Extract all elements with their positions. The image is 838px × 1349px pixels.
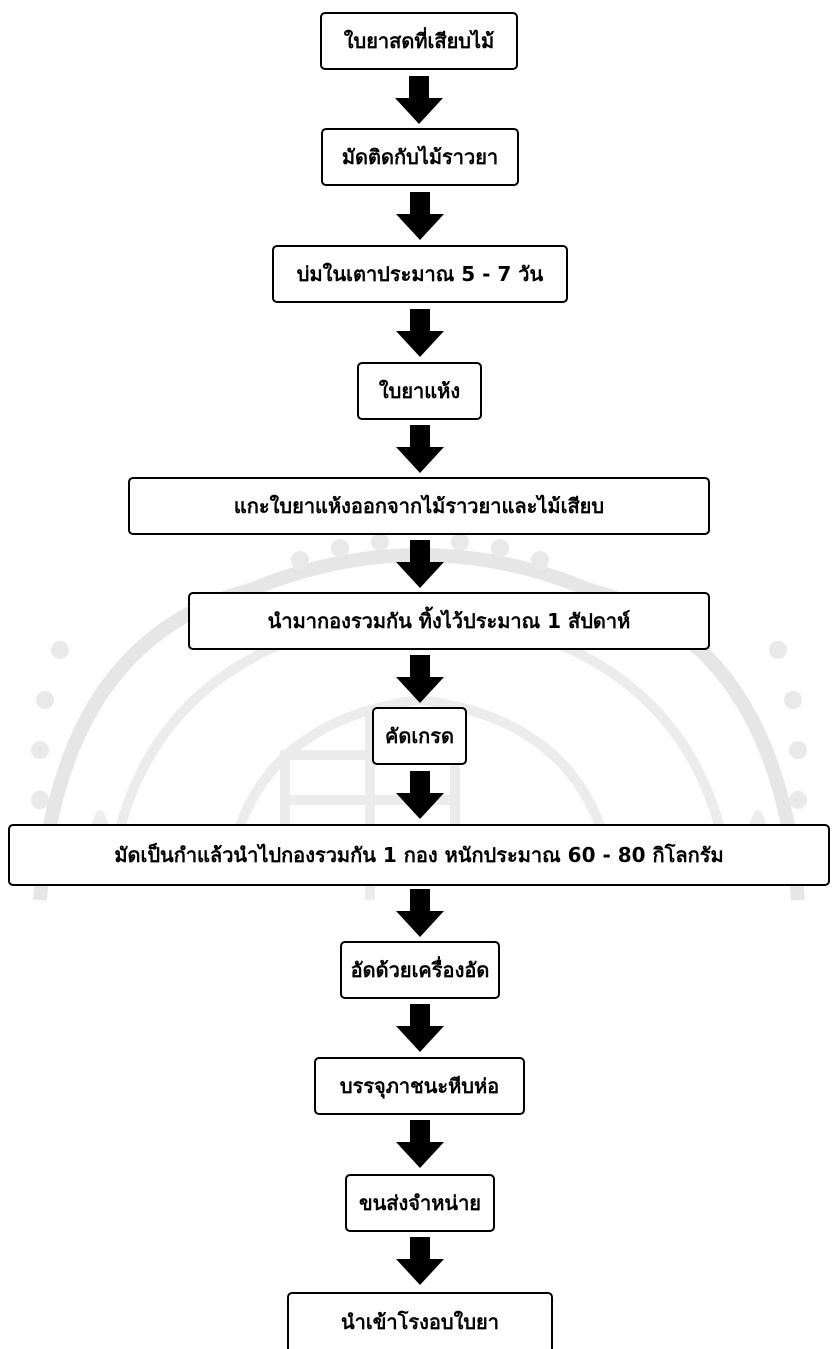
step-box-press: อัดด้วยเครื่องอัด [340, 941, 500, 999]
step-box-pile-one-week: นำมากองรวมกัน ทิ้งไว้ประมาณ 1 สัปดาห์ [188, 592, 710, 650]
down-arrow-icon [396, 1120, 444, 1168]
step-box-grading: คัดเกรด [372, 707, 467, 765]
step-box-packaging: บรรจุภาชนะหีบห่อ [314, 1057, 525, 1115]
step-box-dried-leaves: ใบยาแห้ง [357, 362, 482, 420]
step-box-send-to-curing-plant: นำเข้าโรงอบใบยา [287, 1292, 553, 1349]
down-arrow-icon [396, 425, 444, 473]
down-arrow-icon [396, 1004, 444, 1052]
down-arrow-icon [396, 309, 444, 357]
down-arrow-icon [396, 771, 444, 819]
step-box-ship-for-sale: ขนส่งจำหน่าย [345, 1174, 495, 1232]
down-arrow-icon [396, 655, 444, 703]
down-arrow-icon [396, 192, 444, 240]
down-arrow-icon [396, 540, 444, 588]
down-arrow-icon [395, 76, 443, 124]
step-box-remove-from-sticks: แกะใบยาแห้งออกจากไม้ราวยาและไม้เสียบ [128, 477, 710, 535]
down-arrow-icon [396, 1237, 444, 1285]
step-box-bundle-and-pile: มัดเป็นกำแล้วนำไปกองรวมกัน 1 กอง หนักประ… [8, 824, 830, 886]
step-box-cure-in-barn: บ่มในเตาประมาณ 5 - 7 วัน [272, 245, 568, 303]
step-box-tie-to-rack: มัดติดกับไม้ราวยา [321, 128, 519, 186]
step-box-fresh-leaves: ใบยาสดที่เสียบไม้ [320, 12, 518, 70]
down-arrow-icon [396, 889, 444, 937]
